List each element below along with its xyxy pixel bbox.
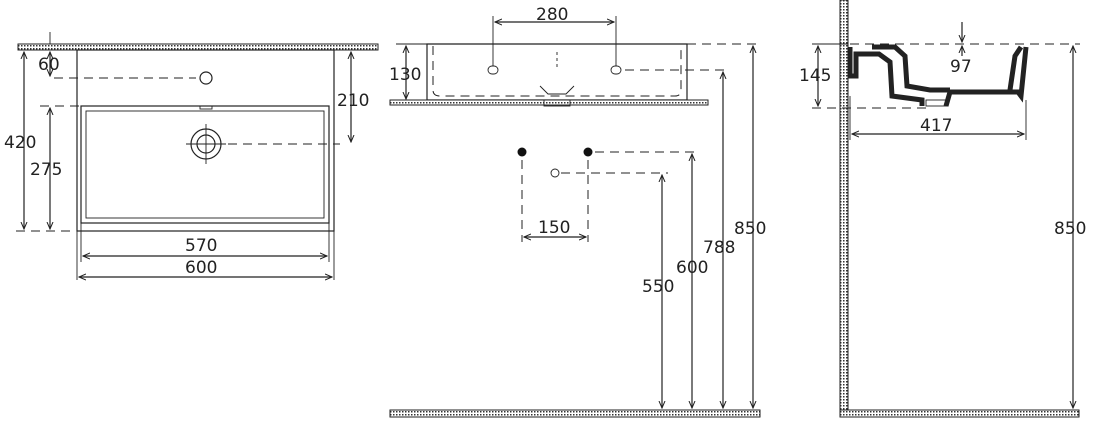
side-drain bbox=[925, 99, 949, 107]
tap-hole-right bbox=[610, 65, 622, 75]
water-supply-right-icon bbox=[583, 147, 593, 157]
top-view: 420 60 275 210 570 600 bbox=[4, 32, 379, 280]
waste-outlet-icon bbox=[550, 168, 560, 178]
basin-section-right-inner bbox=[1007, 45, 1024, 91]
side-view: 145 97 417 850 bbox=[799, 0, 1086, 418]
basin-bowl-inner bbox=[85, 110, 325, 219]
basin-section-left bbox=[847, 47, 925, 106]
dim-275: 275 bbox=[30, 160, 62, 180]
dim-97: 97 bbox=[950, 57, 972, 77]
dim-420: 420 bbox=[4, 133, 36, 153]
side-wall bbox=[839, 0, 849, 418]
basin-bowl-outer bbox=[80, 105, 330, 224]
drain-icon bbox=[186, 124, 226, 164]
floor-front bbox=[389, 409, 761, 418]
dim-210: 210 bbox=[337, 91, 369, 111]
dim-550: 550 bbox=[642, 277, 674, 297]
tap-hole-icon bbox=[199, 71, 213, 85]
dim-130: 130 bbox=[389, 65, 421, 85]
water-supply-left-icon bbox=[517, 147, 527, 157]
front-drain bbox=[539, 85, 575, 95]
dim-600: 600 bbox=[185, 258, 217, 278]
basin-section-inner bbox=[872, 44, 950, 93]
overflow-slot bbox=[199, 105, 213, 110]
dim-850-side: 850 bbox=[1054, 219, 1086, 239]
basin-section-right bbox=[943, 46, 1029, 107]
dim-600-height: 600 bbox=[676, 258, 708, 278]
front-view: 280 130 150 550 600 788 850 bbox=[389, 5, 766, 418]
counter-slab bbox=[389, 99, 709, 106]
dim-60: 60 bbox=[38, 55, 60, 75]
basin-outline bbox=[76, 49, 335, 232]
tap-hole-left bbox=[487, 65, 499, 75]
dim-145: 145 bbox=[799, 66, 831, 86]
front-bowl-hidden bbox=[432, 46, 682, 97]
dim-850: 850 bbox=[734, 219, 766, 239]
dim-570: 570 bbox=[185, 236, 217, 256]
dim-788: 788 bbox=[703, 238, 735, 258]
floor-side bbox=[839, 409, 1080, 418]
dim-417: 417 bbox=[920, 116, 952, 136]
dim-150: 150 bbox=[538, 218, 570, 238]
dim-280: 280 bbox=[536, 5, 568, 25]
wall-counter-top bbox=[17, 43, 379, 51]
